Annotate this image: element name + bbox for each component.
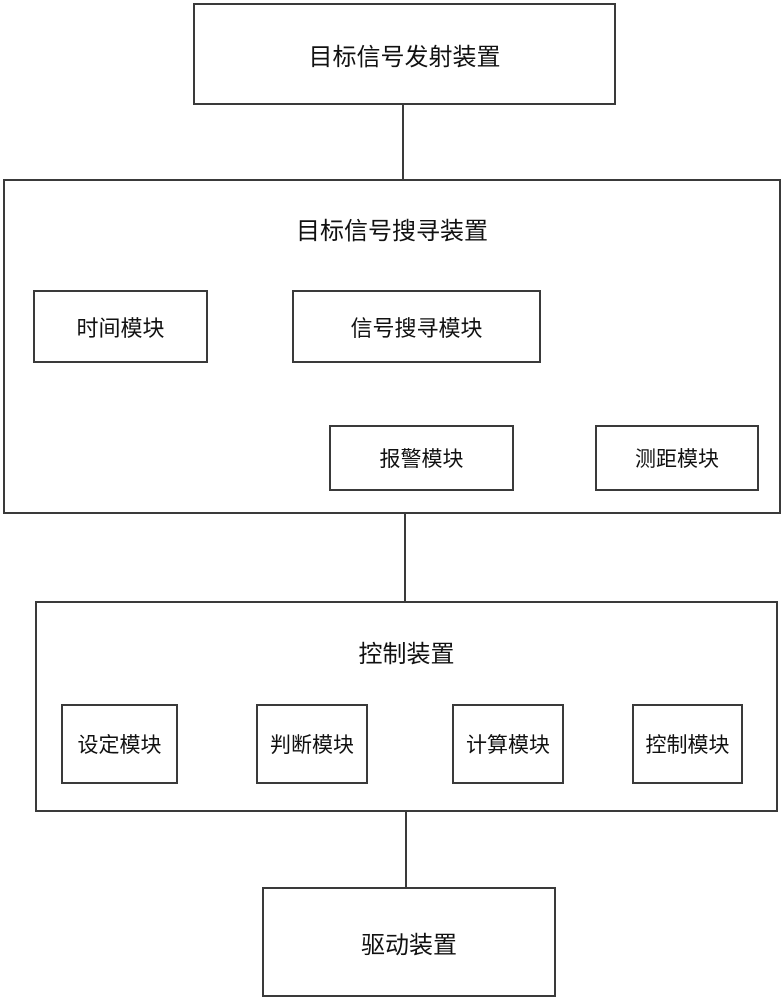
control-device-title: 控制装置 bbox=[358, 640, 455, 668]
control-module-label: 控制模块 bbox=[645, 733, 730, 757]
signal-search-module-label: 信号搜寻模块 bbox=[350, 316, 483, 342]
calc-module-label: 计算模块 bbox=[466, 733, 550, 757]
target-signal-device-label: 目标信号发射装置 bbox=[308, 42, 501, 71]
ranging-module-label: 测距模块 bbox=[635, 447, 719, 471]
time-module-box: 时间模块 bbox=[33, 290, 208, 363]
drive-device-label: 驱动装置 bbox=[361, 930, 457, 959]
control-module-box: 控制模块 bbox=[632, 704, 743, 784]
setting-module-label: 设定模块 bbox=[77, 733, 162, 757]
alarm-module-box: 报警模块 bbox=[329, 425, 514, 491]
ranging-module-box: 测距模块 bbox=[595, 425, 759, 491]
setting-module-box: 设定模块 bbox=[61, 704, 178, 784]
calc-module-box: 计算模块 bbox=[452, 704, 564, 784]
target-signal-device-box: 目标信号发射装置 bbox=[193, 3, 616, 105]
time-module-label: 时间模块 bbox=[76, 316, 165, 342]
drive-device-box: 驱动装置 bbox=[262, 887, 556, 997]
search-device-title: 目标信号搜寻装置 bbox=[296, 217, 488, 245]
judge-module-label: 判断模块 bbox=[270, 733, 354, 757]
signal-search-module-box: 信号搜寻模块 bbox=[292, 290, 541, 363]
judge-module-box: 判断模块 bbox=[256, 704, 368, 784]
alarm-module-label: 报警模块 bbox=[379, 447, 464, 471]
